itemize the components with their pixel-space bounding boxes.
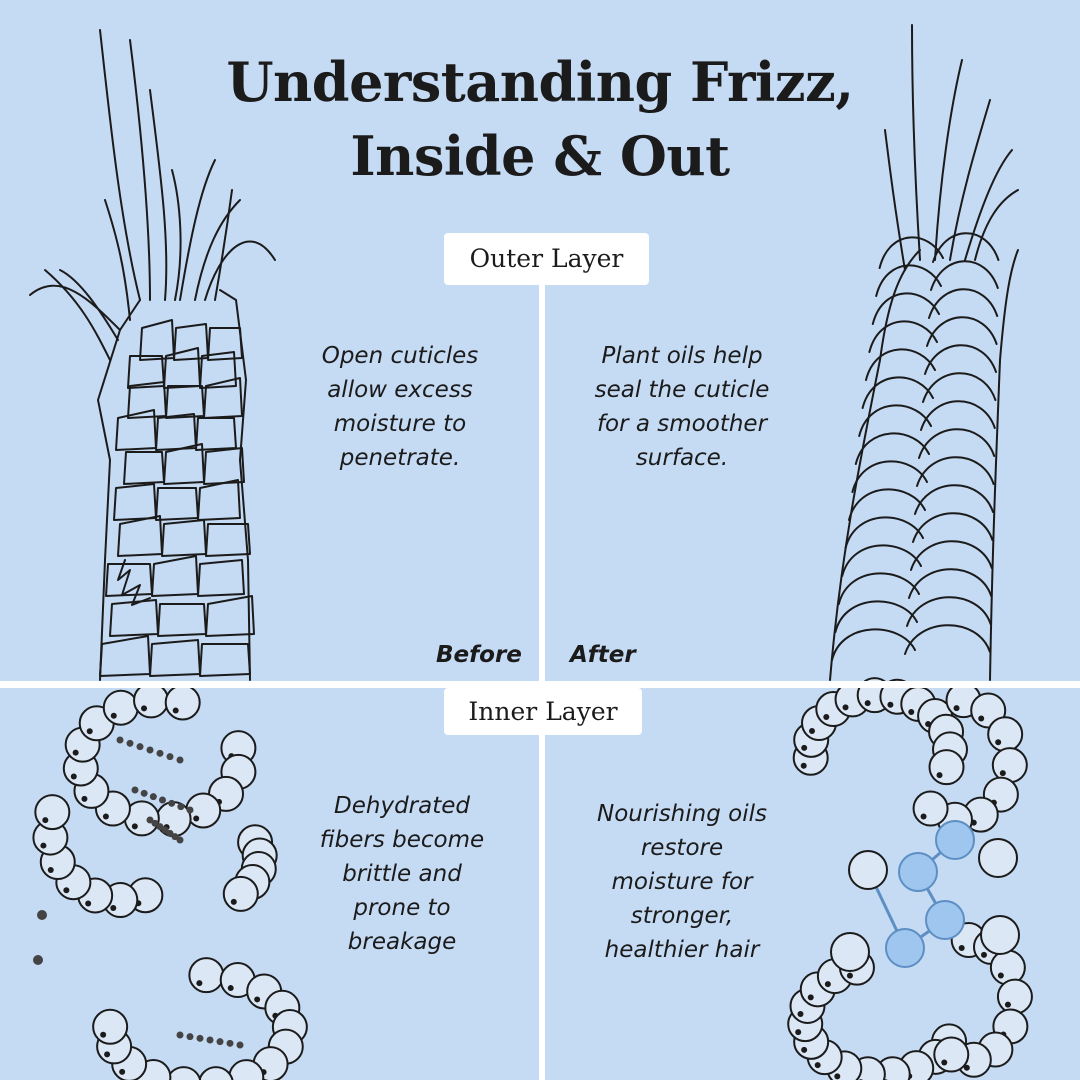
caption-line: seal the cuticle [594, 377, 770, 403]
caption-inner-after: Nourishing oils restore moisture for str… [576, 797, 788, 967]
after-label: After [570, 642, 636, 668]
caption-line: Dehydrated [334, 793, 470, 819]
caption-line: Nourishing oils [597, 801, 767, 827]
page-title-line-2: Inside & Out [350, 124, 730, 188]
caption-line: for a smoother [596, 411, 768, 437]
caption-line: healthier hair [604, 937, 760, 963]
outer-layer-label: Outer Layer [444, 233, 649, 285]
caption-line: penetrate. [339, 445, 461, 471]
smooth-hair-strand-illustration [829, 24, 1019, 681]
caption-line: breakage [347, 929, 457, 955]
caption-inner-before: Dehydrated fibers become brittle and pro… [304, 789, 500, 959]
horizontal-divider [0, 681, 1080, 688]
nourished-fiber-molecule-illustration [787, 677, 1033, 1080]
page-title-line-1: Understanding Frizz, [226, 50, 854, 114]
caption-line: Plant oils help [601, 343, 763, 369]
caption-outer-before: Open cuticles allow excess moisture to p… [300, 339, 500, 475]
caption-line: restore [640, 835, 724, 861]
caption-line: surface. [635, 445, 729, 471]
caption-line: stronger, [630, 903, 734, 929]
caption-line: allow excess [327, 377, 473, 403]
caption-line: fibers become [319, 827, 485, 853]
damaged-hair-strand-illustration [29, 29, 276, 681]
caption-line: Open cuticles [321, 343, 479, 369]
caption-line: moisture for [611, 869, 753, 895]
dehydrated-fiber-molecule-illustration [32, 682, 308, 1080]
caption-line: prone to [353, 895, 451, 921]
caption-line: moisture to [333, 411, 467, 437]
before-label: Before [436, 642, 522, 668]
inner-layer-label: Inner Layer [444, 688, 642, 735]
caption-line: brittle and [342, 861, 462, 887]
caption-outer-after: Plant oils help seal the cuticle for a s… [578, 339, 786, 475]
